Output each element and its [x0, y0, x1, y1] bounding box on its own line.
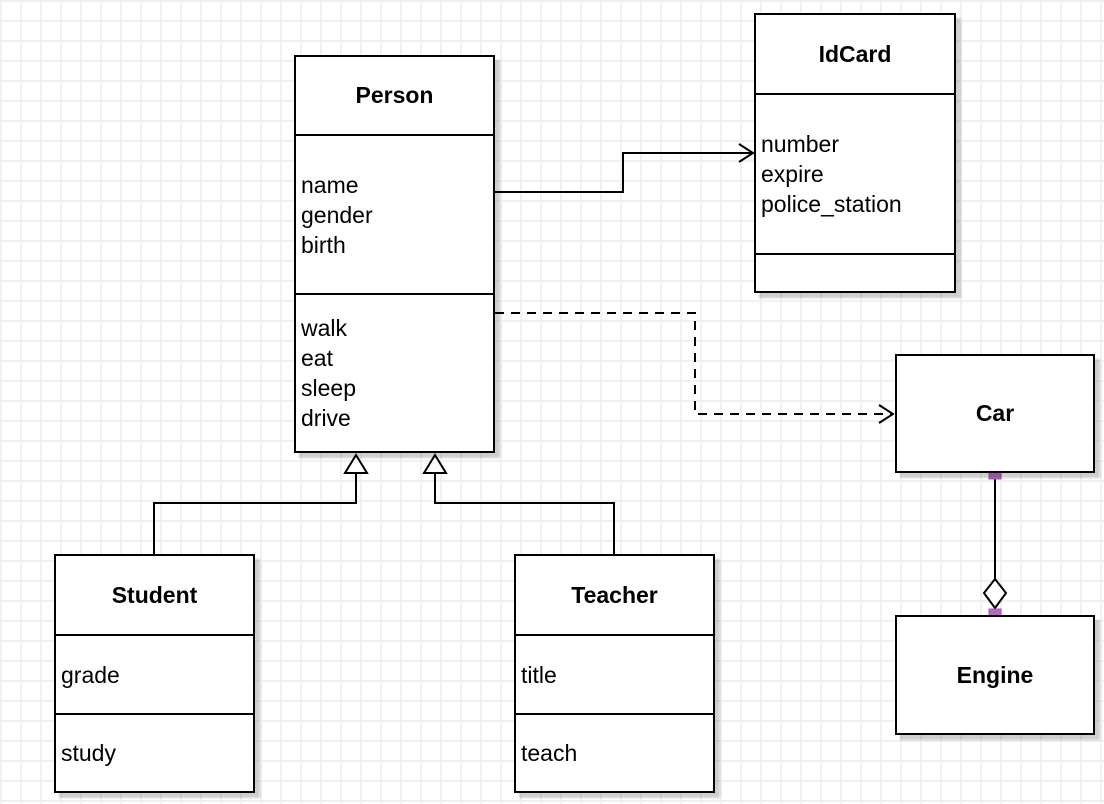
class-method: study [61, 740, 116, 766]
class-idcard-attributes: number expire police_station [756, 93, 954, 253]
class-attribute: grade [61, 661, 120, 688]
class-method: eat [301, 345, 333, 371]
class-method: drive [301, 405, 351, 431]
class-engine[interactable]: Engine [895, 615, 1095, 735]
class-person[interactable]: Person name gender birth walk eat sleep … [294, 55, 495, 453]
edge-association-person-idcard[interactable] [495, 152, 751, 193]
class-attribute: name [301, 171, 359, 198]
class-car-title: Car [975, 400, 1015, 426]
class-attribute: number [761, 131, 839, 157]
hollow-triangle-arrowhead-icon [422, 453, 448, 474]
class-method: walk [301, 315, 348, 341]
hollow-diamond-icon [982, 577, 1008, 610]
edge-generalization-teacher-person[interactable] [434, 473, 615, 554]
class-teacher-title: Teacher [571, 581, 658, 608]
class-attribute: birth [301, 231, 346, 258]
class-student-title: Student [111, 581, 198, 608]
class-attribute: gender [301, 201, 373, 228]
class-idcard-methods-empty [756, 253, 954, 291]
class-person-methods: walk eat sleep drive [296, 293, 493, 451]
open-arrowhead-icon [878, 404, 895, 424]
class-method: teach [521, 740, 578, 766]
class-student[interactable]: Student grade study [54, 554, 255, 793]
class-method: sleep [301, 375, 356, 401]
class-car[interactable]: Car [895, 354, 1095, 473]
class-teacher[interactable]: Teacher title teach [514, 554, 715, 793]
class-attribute: police_station [761, 191, 902, 217]
class-idcard[interactable]: IdCard number expire police_station [754, 13, 956, 293]
class-teacher-attributes: title [516, 634, 713, 713]
class-attribute: title [521, 661, 557, 688]
class-student-attributes: grade [56, 634, 253, 713]
class-person-title: Person [355, 82, 434, 108]
hollow-triangle-arrowhead-icon [343, 453, 369, 474]
class-teacher-methods: teach [516, 713, 713, 791]
class-attribute: expire [761, 161, 824, 187]
class-student-methods: study [56, 713, 253, 791]
edge-dependency-person-car[interactable] [495, 312, 891, 415]
edge-generalization-student-person[interactable] [153, 473, 357, 554]
class-idcard-title: IdCard [818, 40, 892, 67]
class-person-attributes: name gender birth [296, 134, 493, 293]
open-arrowhead-icon [738, 143, 755, 163]
class-engine-title: Engine [956, 661, 1034, 688]
